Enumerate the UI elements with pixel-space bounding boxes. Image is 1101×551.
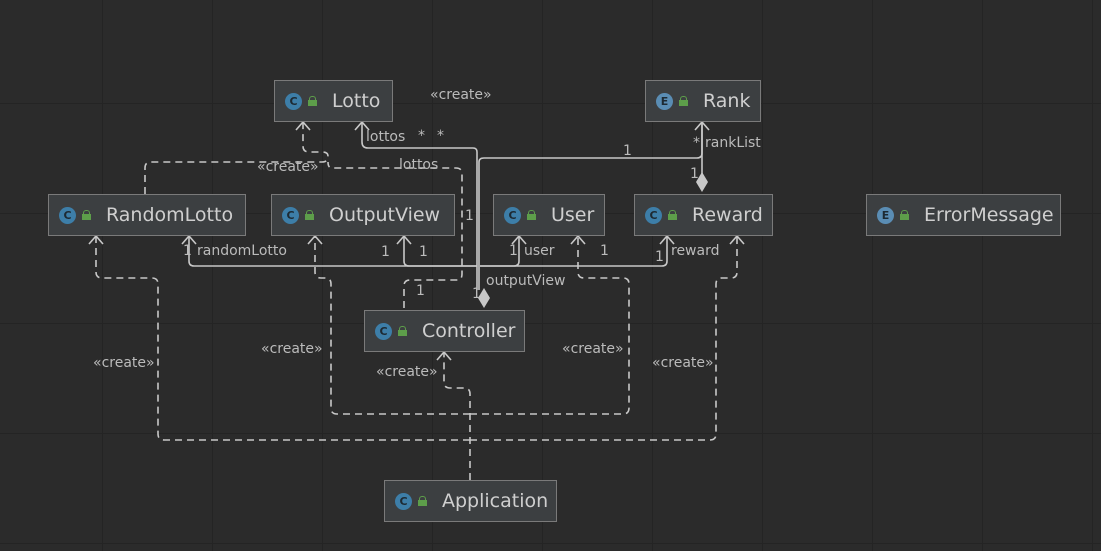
dep-app-randomlotto: [95, 236, 470, 441]
label-one-lotto-col: 1: [465, 208, 474, 224]
label-one-user-a: 1: [509, 243, 518, 259]
arrowhead-randomlotto-b: [181, 234, 197, 245]
node-randomlotto[interactable]: C RandomLotto: [48, 194, 246, 236]
label-one-reward: 1: [655, 249, 664, 265]
label-one-rank-end: 1: [690, 166, 699, 182]
label-lottos-2: lottos: [399, 157, 439, 173]
class-icon: C: [395, 492, 412, 510]
edge-controller-reward: [480, 236, 668, 267]
lock-icon: [527, 209, 536, 220]
label-star-2: *: [437, 128, 444, 144]
node-rank[interactable]: E Rank: [645, 80, 761, 122]
arrowhead-reward-b: [729, 234, 745, 245]
class-icon: C: [282, 206, 299, 224]
label-outputview-role: outputView: [486, 273, 566, 289]
node-label: Controller: [422, 320, 516, 342]
lock-icon: [418, 495, 427, 506]
node-label: RandomLotto: [106, 204, 234, 226]
class-icon: C: [645, 206, 662, 224]
label-star-1: *: [418, 128, 425, 144]
label-create-user: «create»: [562, 341, 624, 357]
node-label: Lotto: [332, 90, 381, 112]
arrowhead-controller: [436, 350, 452, 361]
diamond-reward: [696, 172, 708, 192]
node-label: Application: [442, 490, 549, 512]
node-controller[interactable]: C Controller: [364, 310, 525, 352]
arrowhead-user-a: [511, 234, 527, 245]
dep-randomlotto-lotto: [144, 122, 329, 194]
dep-app-reward: [470, 236, 738, 441]
lock-icon: [668, 209, 677, 220]
arrowhead-outputview-a: [307, 234, 323, 245]
edge-controller-lotto: [361, 122, 478, 290]
lock-icon: [679, 95, 688, 106]
label-one-random: 1: [183, 243, 192, 259]
arrowhead-user-b: [570, 234, 586, 245]
node-label: OutputView: [329, 204, 441, 226]
edge-controller-outputview: [403, 236, 477, 267]
label-create-ov: «create»: [261, 341, 323, 357]
label-star-rank: *: [693, 135, 700, 151]
label-one-ctrl-b: 1: [472, 286, 481, 302]
arrowhead-lotto-b: [354, 120, 370, 131]
edge-controller-randomlotto: [188, 236, 477, 267]
arrowhead-outputview-b: [396, 234, 412, 245]
label-one-user-b: 1: [600, 243, 609, 259]
node-user[interactable]: C User: [493, 194, 605, 236]
lock-icon: [900, 209, 909, 220]
class-icon: C: [59, 206, 76, 224]
label-ranklist: rankList: [705, 135, 761, 151]
node-outputview[interactable]: C OutputView: [271, 194, 455, 236]
arrowhead-rank: [694, 120, 710, 131]
node-reward[interactable]: C Reward: [634, 194, 773, 236]
node-label: Rank: [703, 90, 751, 112]
label-create-mid: «create»: [257, 159, 319, 175]
label-one-ov-b: 1: [419, 244, 428, 260]
class-icon: C: [375, 322, 392, 340]
dep-app-controller: [443, 352, 471, 480]
dep-controller-lotto: [327, 161, 463, 308]
lock-icon: [82, 209, 91, 220]
label-create-left: «create»: [93, 355, 155, 371]
node-label: User: [551, 204, 595, 226]
label-create-reward: «create»: [652, 355, 714, 371]
label-one-ov-a: 1: [381, 244, 390, 260]
label-reward-role: reward: [671, 243, 720, 259]
arrowhead-reward-a: [659, 234, 675, 245]
class-icon: C: [285, 92, 302, 110]
node-label: ErrorMessage: [924, 204, 1054, 226]
dep-app-user: [470, 236, 630, 415]
dep-app-outputview: [314, 236, 470, 415]
enum-icon: E: [877, 206, 894, 224]
enum-icon: E: [656, 92, 673, 110]
class-icon: C: [504, 206, 521, 224]
node-lotto[interactable]: C Lotto: [274, 80, 393, 122]
label-randomlotto-role: randomLotto: [197, 243, 287, 259]
label-one-reward-rank: 1: [623, 143, 632, 159]
label-create-ctrl: «create»: [376, 364, 438, 380]
diamond-controller: [478, 288, 490, 308]
label-create-top: «create»: [430, 87, 492, 103]
lock-icon: [308, 95, 317, 106]
node-application[interactable]: C Application: [384, 480, 557, 522]
node-label: Reward: [692, 204, 763, 226]
lock-icon: [305, 209, 314, 220]
arrowhead-lotto-a: [295, 120, 311, 131]
label-one-ctrl-a: 1: [416, 283, 425, 299]
arrowhead-randomlotto-a: [88, 234, 104, 245]
label-user-role: user: [524, 243, 555, 259]
lock-icon: [398, 325, 407, 336]
label-lottos-1: lottos: [366, 129, 406, 145]
node-errormessage[interactable]: E ErrorMessage: [866, 194, 1061, 236]
